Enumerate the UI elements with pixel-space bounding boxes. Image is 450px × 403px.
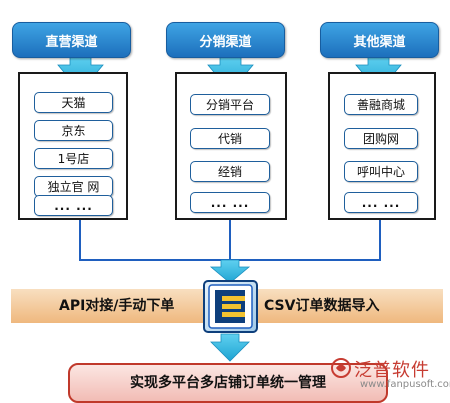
result-text: 实现多平台多店铺订单统一管理 (130, 375, 326, 391)
e-logo-icon (203, 280, 258, 333)
result-arrow (210, 333, 250, 362)
merge-arrow (209, 259, 251, 284)
api-label: API对接/手动下单 (59, 298, 175, 314)
list-item-more: ... ... (34, 195, 113, 216)
list-item: 善融商城 (344, 94, 418, 115)
list-item: 团购网 (344, 128, 418, 149)
channel-box-other: 善融商城 团购网 呼叫中心 ... ... (328, 72, 436, 220)
result-box: 实现多平台多店铺订单统一管理 (68, 363, 388, 403)
list-item: 呼叫中心 (344, 161, 418, 182)
list-item: 代销 (190, 128, 270, 149)
channel-title: 直营渠道 (45, 34, 98, 50)
list-item: 京东 (34, 120, 113, 141)
brand-logo-icon (331, 358, 351, 378)
channel-title: 其他渠道 (353, 34, 406, 50)
channel-header-other: 其他渠道 (320, 22, 439, 58)
list-item: 独立官 网 (34, 176, 113, 197)
brand-name: 泛普软件 (354, 360, 430, 381)
channel-header-direct: 直营渠道 (12, 22, 131, 58)
list-item: 天猫 (34, 92, 113, 113)
brand-url: www.fanpusoft.com (360, 379, 450, 390)
list-item: 1号店 (34, 148, 113, 169)
channel-1-connector (79, 217, 230, 261)
list-item: 分销平台 (190, 94, 270, 115)
brand-watermark: 泛普软件 www.fanpusoft.com (330, 354, 450, 398)
list-item: 经销 (190, 161, 270, 182)
channel-box-distribution: 分销平台 代销 经销 ... ... (175, 72, 287, 220)
channel-3-connector (230, 217, 381, 261)
channel-title: 分销渠道 (199, 34, 252, 50)
channel-header-distribution: 分销渠道 (166, 22, 285, 58)
list-item-more: ... ... (344, 192, 418, 213)
list-item-more: ... ... (190, 192, 270, 213)
channel-box-direct: 天猫 京东 1号店 独立官 网 ... ... (18, 72, 128, 220)
csv-label: CSV订单数据导入 (264, 298, 380, 314)
